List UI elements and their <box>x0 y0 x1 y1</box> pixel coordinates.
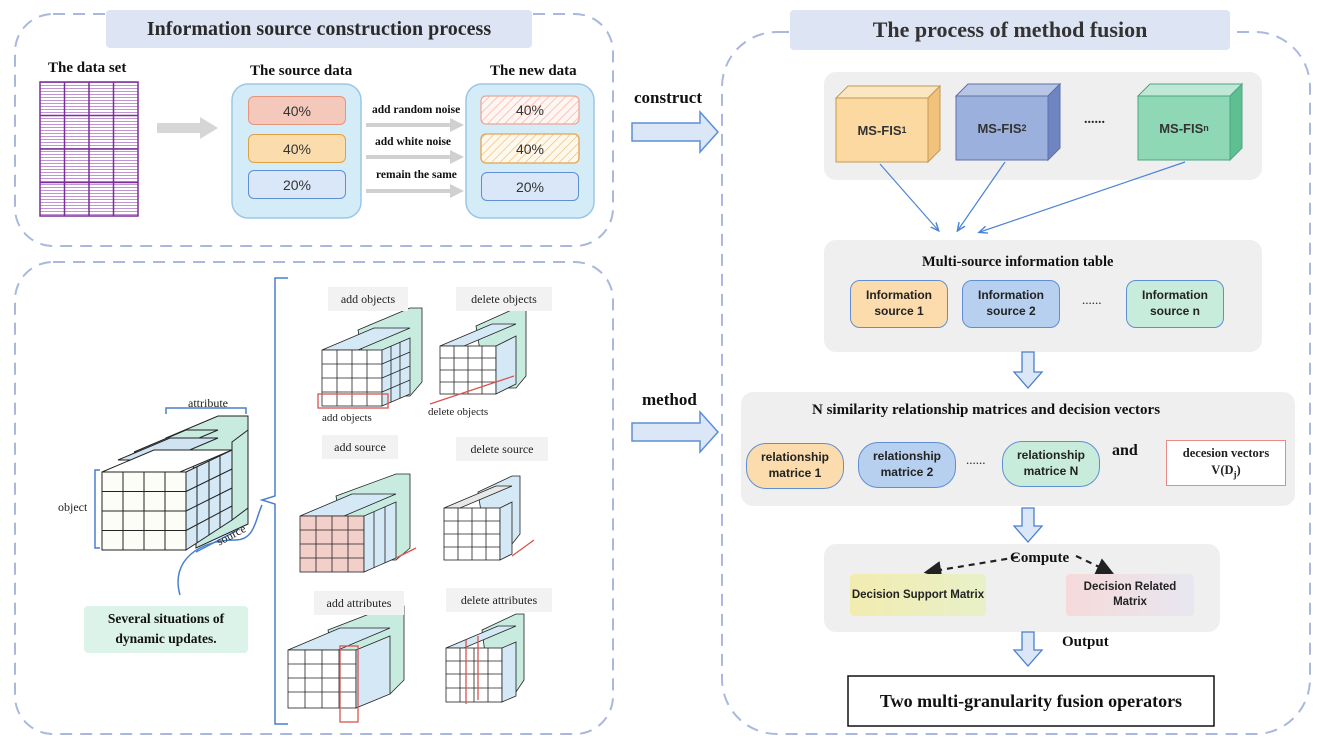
main-cube-icon <box>101 415 249 551</box>
info-source-n: Information source n <box>1126 280 1224 328</box>
method-label: method <box>642 390 697 409</box>
gray-arrow-icon <box>366 118 464 132</box>
fis-cube-1-icon <box>834 84 942 164</box>
fis-base-n: MS-FIS <box>1159 120 1204 136</box>
attribute-label: attribute <box>188 396 228 410</box>
fis-cube-2-icon <box>954 82 1062 162</box>
brace-icon <box>259 277 288 725</box>
new-data-label: The new data <box>490 63 577 79</box>
sublabel-add-objects: add objects <box>322 412 372 424</box>
cube-delete-objects-icon <box>429 307 527 405</box>
matrices-title: N similarity relationship matrices and d… <box>812 402 1161 418</box>
decision-support-matrix: Decision Support Matrix <box>850 574 986 616</box>
source-pct-3: 20% <box>248 170 346 199</box>
gray-arrow-icon <box>366 150 464 164</box>
cube-delete-attributes-icon <box>445 613 525 704</box>
new-pct-1: 40% <box>515 102 545 118</box>
cube-add-source-icon <box>299 473 417 573</box>
new-pct-2: 40% <box>515 140 545 157</box>
tag-delete-attributes: delete attributes <box>446 588 552 612</box>
decision-related-matrix: Decision Related Matrix <box>1066 574 1194 616</box>
tag-add-attributes: add attributes <box>314 591 404 615</box>
cube-add-attributes-icon <box>287 605 405 723</box>
op-random-noise: add random noise <box>372 104 461 116</box>
source-data-label: The source data <box>250 63 353 79</box>
tag-delete-source: delete source <box>456 437 548 461</box>
output-label: Output <box>1062 634 1109 650</box>
new-pct-3: 20% <box>481 172 579 201</box>
tag-delete-objects: delete objects <box>456 287 552 311</box>
info-source-1: Information source 1 <box>850 280 948 328</box>
sublabel-delete-objects: delete objects <box>428 406 489 418</box>
tag-add-source: add source <box>322 435 398 459</box>
decision-formula: V(Dj) <box>1211 463 1241 480</box>
final-operators: Two multi-granularity fusion operators <box>879 691 1183 711</box>
method-arrow-icon <box>631 410 720 454</box>
op-remain-same: remain the same <box>376 169 457 181</box>
op-white-noise: add white noise <box>375 136 452 148</box>
down-arrow-icon <box>1012 631 1044 667</box>
gray-arrow-icon <box>157 117 218 139</box>
fis-base-1: MS-FIS <box>857 122 902 138</box>
fis-sub-n: n <box>1203 123 1209 133</box>
region-method-fusion <box>721 31 1311 735</box>
object-label: object <box>58 500 88 514</box>
fis-ellipsis: ...... <box>1084 112 1105 127</box>
decision-vectors-box: decesion vectors V(Dj) <box>1166 440 1286 486</box>
matrix-1: relationship matrice 1 <box>746 443 844 489</box>
cube-add-objects-icon <box>317 307 423 409</box>
matrices-ellipsis: ...... <box>966 452 986 467</box>
and-label: and <box>1112 442 1138 459</box>
gray-arrow-icon <box>366 184 464 198</box>
compute-label: Compute <box>1010 550 1070 566</box>
construct-label: construct <box>634 88 702 107</box>
down-arrow-icon <box>1012 507 1044 543</box>
down-arrow-icon <box>1012 351 1044 389</box>
sources-ellipsis: ...... <box>1082 292 1102 307</box>
dynamic-updates-note: Several situations of dynamic updates. <box>84 606 248 653</box>
fis-base-2: MS-FIS <box>977 120 1022 136</box>
info-source-title: Information source construction process <box>106 10 532 48</box>
table-title: Multi-source information table <box>922 254 1114 270</box>
fis-sub-2: 2 <box>1021 123 1027 133</box>
source-pct-2: 40% <box>248 134 346 163</box>
matrix-2: relationship matrice 2 <box>858 442 956 488</box>
region-dynamic-updates <box>14 261 614 735</box>
cube-delete-source-icon <box>443 475 535 561</box>
source-pct-1: 40% <box>248 96 346 125</box>
fis-sub-1: 1 <box>901 125 907 135</box>
dataset-label: The data set <box>48 60 127 76</box>
dataset-grid-icon <box>39 81 139 217</box>
decision-vectors-label: decesion vectors <box>1182 446 1270 460</box>
matrix-n: relationship matrice N <box>1002 441 1100 487</box>
fis-cube-n-icon <box>1136 82 1244 162</box>
construct-arrow-icon <box>631 110 720 154</box>
info-source-2: Information source 2 <box>962 280 1060 328</box>
method-fusion-title: The process of method fusion <box>790 10 1230 50</box>
tag-add-objects: add objects <box>328 287 408 311</box>
